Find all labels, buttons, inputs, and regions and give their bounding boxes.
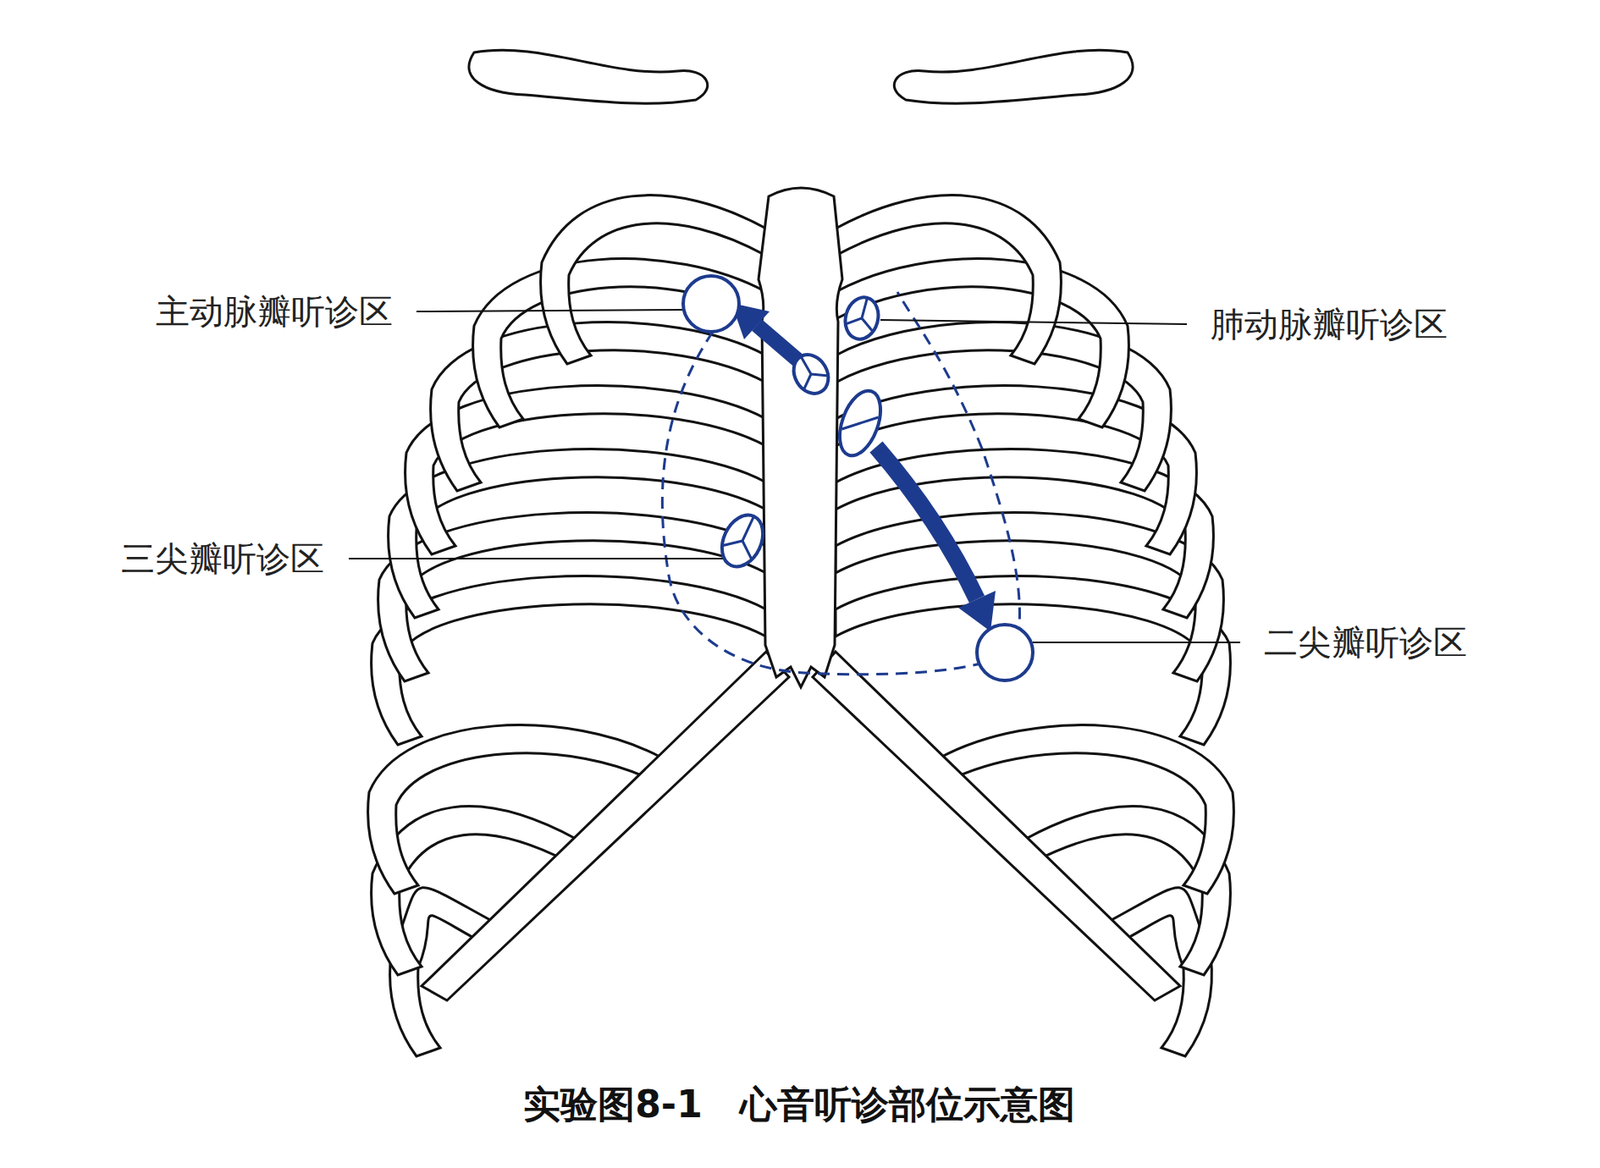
pulmonary-valve-symbol xyxy=(840,293,883,343)
leader-line xyxy=(880,320,1187,325)
ribs xyxy=(368,195,789,1057)
leader-line xyxy=(416,309,683,312)
area-label: 主动脉瓣听诊区 xyxy=(154,290,395,333)
costal-arch xyxy=(421,651,789,1001)
arrow-head xyxy=(958,590,996,632)
clavicle xyxy=(468,49,708,104)
tricuspid-valve-symbol xyxy=(714,508,772,574)
sternum xyxy=(758,187,843,688)
heart-outline xyxy=(662,292,1020,675)
area-label: 肺动脉瓣听诊区 xyxy=(1208,303,1450,346)
aortic-area-circle xyxy=(683,275,740,332)
leader-line xyxy=(348,557,725,560)
left-half-thorax xyxy=(368,49,789,1057)
rib xyxy=(473,259,767,428)
right-half-thorax xyxy=(812,49,1234,1057)
leader-line xyxy=(1032,641,1241,644)
flow-arrow xyxy=(876,446,977,600)
mitral-valve-symbol xyxy=(832,385,889,462)
aortic-valve-symbol xyxy=(787,348,836,401)
area-label: 三尖瓣听诊区 xyxy=(119,537,326,580)
area-label: 二尖瓣听诊区 xyxy=(1262,621,1469,664)
mitral-area-circle xyxy=(976,624,1033,681)
rib xyxy=(540,195,767,365)
figure-caption: 实验图8-1 心音听诊部位示意图 xyxy=(523,1081,1076,1129)
